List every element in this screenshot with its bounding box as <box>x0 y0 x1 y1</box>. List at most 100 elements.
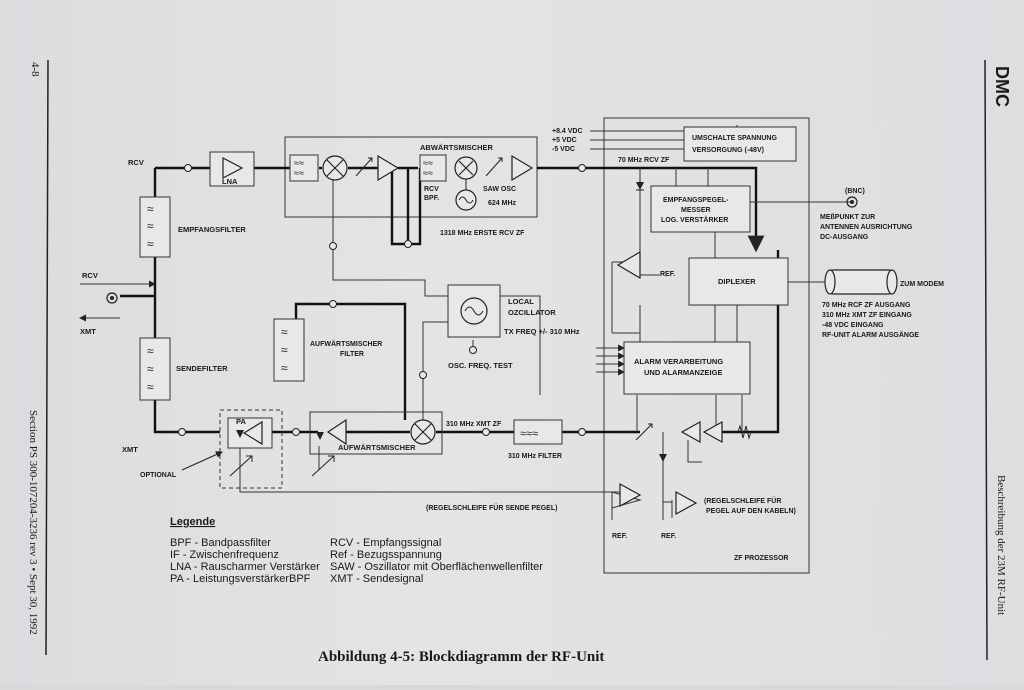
aufwaerts-filter-label-1: AUFWÄRTSMISCHER <box>310 340 382 348</box>
ref-label-3: REF. <box>661 533 676 540</box>
local-osc-label-1: LOCAL <box>508 297 534 306</box>
umschalte-label-1: UMSCHALTE SPANNUNG <box>692 135 777 142</box>
ref-label-1: REF. <box>660 271 675 278</box>
624mhz-label: 624 MHz <box>488 200 517 207</box>
ref-label-2: REF. <box>612 533 627 540</box>
modem-out-1: 70 MHz RCF ZF AUSGANG <box>822 302 911 309</box>
regel-kabel-label-1: (REGELSCHLEIFE FÜR <box>704 496 781 505</box>
310mhz-filter-block <box>513 419 563 445</box>
aufwaerts-filter-label-2: FILTER <box>340 351 364 358</box>
page-number: 4-8 <box>29 62 41 77</box>
antenna-port <box>106 292 118 304</box>
empf-pegel-label-3: LOG. VERSTÄRKER <box>661 216 728 224</box>
svg-text:≈≈: ≈≈ <box>423 158 433 168</box>
figure-caption: Abbildung 4-5: Blockdiagramm der RF-Unit <box>318 649 604 665</box>
sendefilter-wave-3: ≈ <box>147 380 154 394</box>
310mhz-filter-label: 310 MHz FILTER <box>508 453 562 460</box>
left-margin-rule <box>45 59 49 656</box>
umschalte-block <box>683 126 797 162</box>
empf-pegel-label-1: EMPFANGSPEGEL- <box>663 197 729 204</box>
aufwaertsmischer-label: AUFWÄRTSMISCHER <box>338 443 416 452</box>
legend-title: Legende <box>170 516 215 528</box>
filter-wave-3: ≈ <box>147 237 154 251</box>
empf-pegel-label-2: MESSER <box>681 207 711 214</box>
aufwaertsmischer-frame <box>309 411 443 455</box>
rcv-bpf-label-1: RCV <box>424 186 439 193</box>
1318mhz-label: 1318 MHz ERSTE RCV ZF <box>440 230 525 237</box>
section-footer: Section PS 300-107204-3236 rev 3 • Sept … <box>27 410 39 635</box>
legend-right-2: Ref - Bezugsspannung <box>330 549 442 561</box>
sendefilter-block <box>139 337 171 401</box>
modem-cable <box>829 269 893 295</box>
optional-label: OPTIONAL <box>140 472 177 479</box>
svg-text:≈≈: ≈≈ <box>294 168 304 178</box>
bnc-connector <box>846 196 858 208</box>
sendefilter-wave-1: ≈ <box>147 344 154 358</box>
vdc-1: +8.4 VDC <box>552 128 583 135</box>
attenuator-2 <box>485 157 503 177</box>
pa-label: PA <box>236 417 246 426</box>
empfangsfilter-block <box>139 196 171 258</box>
sendefilter-label: SENDEFILTER <box>176 364 228 373</box>
legend-left-1: BPF - Bandpassfilter <box>170 537 271 549</box>
zf-prozessor-frame <box>603 117 810 574</box>
ref-amp-top <box>616 250 641 280</box>
tx-freq-label: TX FREQ +/- 310 MHz <box>504 327 580 336</box>
vdc-2: +5 VDC <box>552 137 577 144</box>
rcv-input-filter <box>289 154 319 182</box>
empfangsfilter-label: EMPFANGSFILTER <box>178 225 246 234</box>
alarm-label-1: ALARM VERARBEITUNG <box>634 357 723 366</box>
alarm-label-2: UND ALARMANZEIGE <box>644 368 722 377</box>
legend-right-1: RCV - Empfangssignal <box>330 537 441 549</box>
modem-out-2: 310 MHz XMT ZF EINGANG <box>822 312 912 319</box>
ref-amp-2 <box>619 482 642 508</box>
diplexer-block <box>688 257 789 306</box>
sendefilter-wave-2: ≈ <box>147 362 154 376</box>
svg-text:≈≈: ≈≈ <box>423 168 433 178</box>
saw-osc-label: SAW OSC <box>483 186 516 193</box>
messpunkt-label-1: MEßPUNKT ZUR <box>820 214 875 221</box>
rcv-top-label: RCV <box>128 158 144 167</box>
70mhz-rcv-zf-label: 70 MHz RCV ZF <box>618 157 670 164</box>
right-margin-rule <box>984 59 988 661</box>
rcv-side-label: RCV <box>82 271 98 280</box>
downmixer-frame <box>284 136 538 218</box>
amp-1 <box>377 154 400 182</box>
attenuator-1 <box>355 157 373 177</box>
svg-text:≈: ≈ <box>281 361 288 375</box>
local-osc-label-2: OZCILLATOR <box>508 308 556 317</box>
modem-out-3: -48 VDC EINGANG <box>822 322 884 329</box>
legend-right-3: SAW - Oszillator mit Oberflächenwellenfi… <box>330 561 543 573</box>
svg-text:≈: ≈ <box>281 325 288 339</box>
filter-wave-1: ≈ <box>147 202 154 216</box>
rcv-bpf-block <box>419 154 447 182</box>
legend-left-4: PA - LeistungsverstärkerBPF <box>170 573 311 585</box>
xmt-side-label: XMT <box>80 327 96 336</box>
svg-text:≈≈≈: ≈≈≈ <box>520 428 538 440</box>
vdc-3: -5 VDC <box>552 146 575 153</box>
legend-left-2: IF - Zwischenfrequenz <box>170 549 279 561</box>
alarm-block <box>623 341 751 395</box>
empfangspegel-block <box>650 185 751 233</box>
ref-amp-3 <box>675 490 698 516</box>
messpunkt-label-3: DC-AUSGANG <box>820 234 869 241</box>
osc-test-label: OSC. FREQ. TEST <box>448 361 513 370</box>
dmc-logo: DMC <box>992 66 1012 107</box>
svg-text:≈: ≈ <box>281 343 288 357</box>
rcv-bpf-label-2: BPF. <box>424 195 439 202</box>
regel-kabel-label-2: PEGEL AUF DEN KABELN) <box>706 508 796 515</box>
legend-right-4: XMT - Sendesignal <box>330 573 423 585</box>
abwaertsmischer-label: ABWÄRTSMISCHER <box>420 143 493 152</box>
lna-label: LNA <box>222 177 238 186</box>
pa-block <box>227 417 273 449</box>
lna-block <box>209 151 255 187</box>
pa-optional-frame <box>219 409 283 489</box>
document-title-side: Beschreibung der 23M RF-Unit <box>995 475 1007 615</box>
310mhz-xmt-zf-label: 310 MHz XMT ZF <box>446 421 502 428</box>
amp-2 <box>511 154 534 182</box>
xmt-bottom-label: XMT <box>122 445 138 454</box>
regel-sende-label: (REGELSCHLEIFE FÜR SENDE PEGEL) <box>426 503 557 512</box>
aufwaerts-filter-block <box>273 318 305 382</box>
